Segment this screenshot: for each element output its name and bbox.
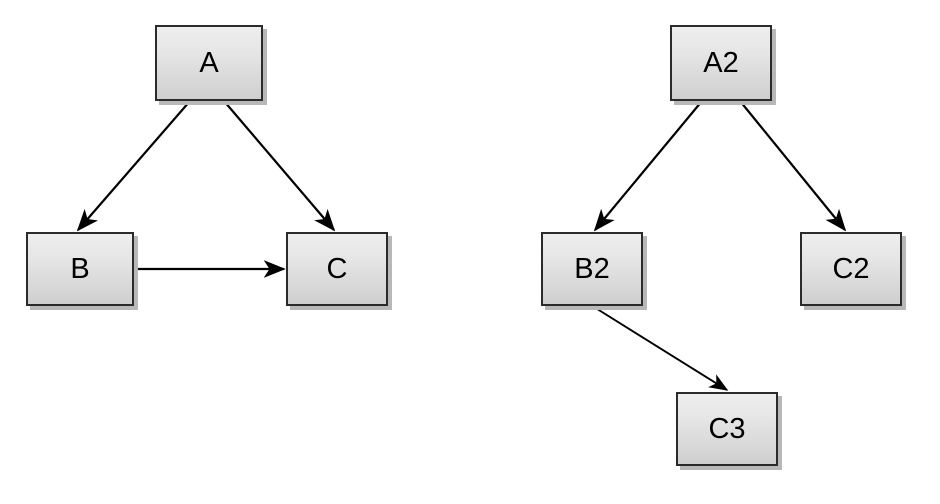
node-a2-label: A2 bbox=[703, 46, 739, 79]
node-c[interactable]: C bbox=[286, 232, 388, 306]
node-c2-label: C2 bbox=[832, 252, 870, 285]
edge-a-to-b bbox=[76, 100, 191, 232]
edge-b2-to-c3 bbox=[593, 306, 729, 391]
node-a2[interactable]: A2 bbox=[670, 25, 772, 101]
node-c2[interactable]: C2 bbox=[800, 232, 902, 306]
node-a[interactable]: A bbox=[155, 25, 263, 101]
edge-a2-to-b2 bbox=[593, 100, 703, 232]
node-c-label: C bbox=[326, 252, 348, 285]
node-a-label: A bbox=[199, 46, 219, 79]
node-b[interactable]: B bbox=[26, 232, 134, 306]
edge-a2-to-c2 bbox=[739, 100, 847, 232]
edge-a-to-c bbox=[223, 100, 336, 232]
node-c3-label: C3 bbox=[708, 412, 746, 445]
node-c3[interactable]: C3 bbox=[676, 392, 778, 466]
node-b2-label: B2 bbox=[574, 252, 610, 285]
node-b2[interactable]: B2 bbox=[541, 232, 643, 306]
node-b-label: B bbox=[70, 252, 90, 285]
